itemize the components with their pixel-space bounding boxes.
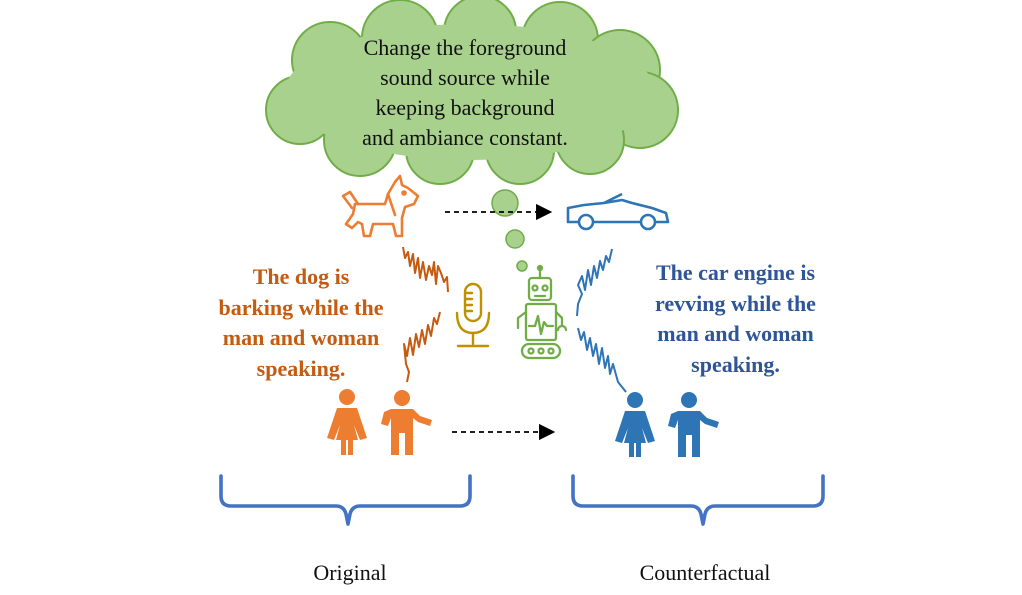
thought-cloud (265, 0, 679, 185)
caption-line: speaking. (256, 355, 346, 381)
dog-icon (341, 174, 420, 238)
soundwave-original (402, 246, 449, 383)
robot-icon (516, 264, 568, 360)
caption-line: revving while the (655, 290, 816, 316)
counterfactual-caption: The car engine is revving while the man … (623, 258, 848, 380)
original-caption: The dog is barking while the man and wom… (186, 262, 416, 384)
caption-line: man and woman (222, 325, 380, 350)
car-icon (566, 192, 670, 231)
caption-line: barking while the (218, 294, 384, 320)
cloud-prompt-text: Change the foreground sound source while… (320, 33, 610, 153)
prompt-line: sound source while (380, 65, 550, 90)
soundwave-counterfactual (576, 248, 627, 393)
caption-line: The car engine is (655, 260, 816, 285)
caption-line: speaking. (691, 351, 780, 377)
prompt-line: Change the foreground (363, 35, 567, 60)
counterfactual-label: Counterfactual (639, 560, 771, 585)
thought-bubbles (491, 189, 528, 272)
brace-counterfactual (571, 474, 825, 526)
original-label: Original (313, 560, 387, 585)
man-and-woman-icon-counterfactual (615, 392, 719, 457)
prompt-line: keeping background (375, 95, 555, 120)
man-and-woman-icon-original (327, 389, 432, 455)
caption-line: The dog is (252, 264, 350, 289)
microphone-icon (455, 282, 491, 348)
caption-line: man and woman (657, 321, 814, 346)
brace-original (219, 474, 472, 526)
prompt-line: and ambiance constant. (362, 125, 568, 150)
